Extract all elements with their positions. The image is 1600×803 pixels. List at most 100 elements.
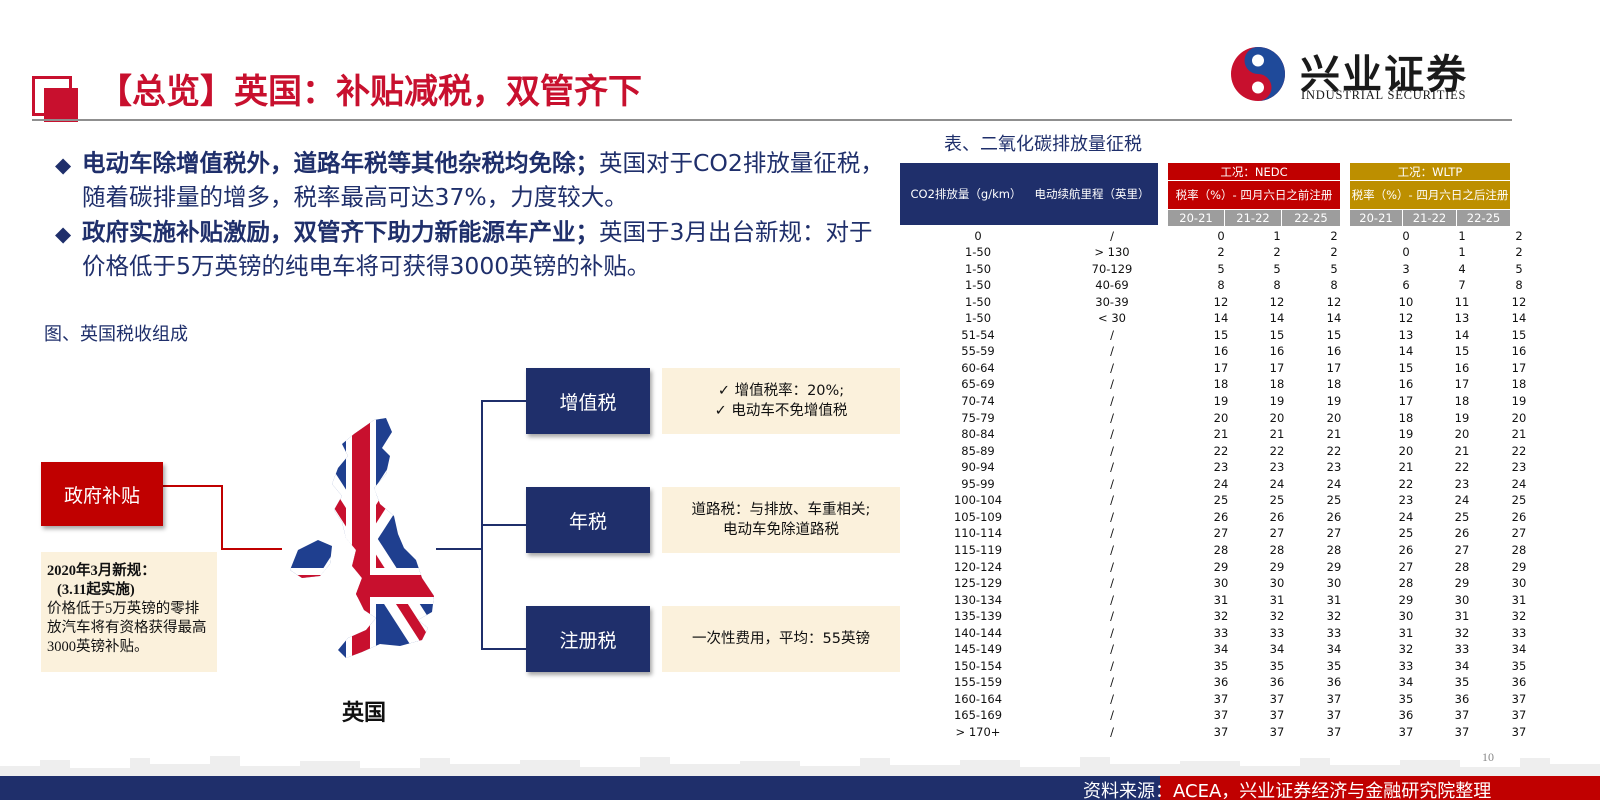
table-cell: 37 — [1326, 725, 1342, 739]
table-cell: / — [1110, 360, 1114, 375]
table-cell: 34 — [1269, 642, 1285, 657]
table-cell: 34 — [1213, 642, 1229, 657]
table-cell: 27 — [1213, 526, 1229, 541]
table-cell: 16 — [1398, 377, 1414, 392]
table-cell: 140-144 — [953, 625, 1003, 640]
table-cell: / — [1110, 658, 1114, 673]
table-cell: 16 — [1326, 344, 1342, 359]
table-cell: 17 — [1511, 360, 1527, 375]
table-cell: 115-119 — [953, 542, 1003, 557]
table-cell: 22 — [1326, 443, 1342, 458]
table-cell: 150-154 — [953, 658, 1003, 673]
table-cell: / — [1110, 443, 1114, 458]
table-caption: 表、二氧化碳排放量征税 — [944, 134, 1142, 155]
table-cell: 1-50 — [964, 245, 992, 260]
header-divider — [32, 119, 1512, 121]
table-cell: 125-129 — [953, 576, 1003, 591]
vat-description: ✓ 增值税率：20%; ✓ 电动车不免增值税 — [662, 368, 900, 434]
table-cell: 33 — [1454, 642, 1470, 657]
table-cell: 37 — [1454, 725, 1470, 739]
ev-road-tax-line: 电动车免除道路税 — [723, 522, 839, 538]
note-body: 价格低于5万英镑的零排放汽车将有资格获得最高3000英镑补贴。 — [47, 601, 207, 655]
table-cell: 4 — [1458, 261, 1466, 276]
table-cell: 24 — [1398, 509, 1414, 524]
table-cell: 37 — [1213, 691, 1229, 706]
bullet-bold-text: 政府实施补贴激励，双管齐下助力新能源车产业； — [82, 218, 599, 246]
table-cell: 105-109 — [953, 509, 1003, 524]
table-cell: 19 — [1511, 394, 1527, 408]
table-cell: 1 — [1273, 228, 1281, 243]
table-cell: 31 — [1398, 625, 1414, 640]
table-cell: 37 — [1269, 725, 1285, 739]
table-cell: 23 — [1511, 460, 1527, 475]
table-cell: / — [1110, 708, 1114, 723]
table-cell: 80-84 — [961, 427, 995, 442]
table-cell: 19 — [1326, 394, 1342, 408]
table-cell: 135-139 — [953, 609, 1003, 624]
year-header: 22-25 — [1457, 210, 1510, 226]
table-cell: 36 — [1398, 708, 1414, 723]
table-cell: 23 — [1398, 493, 1414, 508]
table-header-left: CO2排放量（g/km） 电动续航里程（英里） — [900, 163, 1158, 225]
table-cell: 18 — [1398, 410, 1414, 425]
table-cell: < 30 — [1098, 311, 1126, 326]
table-cell: 26 — [1398, 542, 1414, 557]
table-cell: 34 — [1398, 675, 1414, 690]
table-cell: 12 — [1511, 294, 1527, 309]
table-cell: 23 — [1269, 460, 1285, 475]
table-cell: 51-54 — [961, 327, 995, 342]
table-cell: 33 — [1269, 625, 1285, 640]
footer-source-text: 资料来源：ACEA，兴业证券经济与金融研究院整理 — [1083, 781, 1492, 802]
table-cell: / — [1110, 526, 1114, 541]
table-cell: > 170+ — [955, 725, 1001, 739]
table-cell: 21 — [1398, 460, 1414, 475]
table-cell: 34 — [1511, 642, 1527, 657]
table-cell: 15 — [1269, 327, 1285, 342]
table-cell: 37 — [1213, 708, 1229, 723]
table-cell: 20 — [1454, 427, 1470, 442]
page-number: 10 — [1482, 750, 1494, 764]
table-cell: 2 — [1330, 228, 1338, 243]
table-cell: 15 — [1213, 327, 1229, 342]
table-cell: 21 — [1326, 427, 1342, 442]
table-cell: 36 — [1511, 675, 1527, 690]
table-cell: 33 — [1213, 625, 1229, 640]
table-cell: 1 — [1458, 245, 1466, 260]
table-cell: 8 — [1273, 278, 1281, 293]
table-cell: 1-50 — [964, 311, 992, 326]
table-cell: 20 — [1326, 410, 1342, 425]
table-cell: / — [1110, 394, 1114, 408]
table-cell: 25 — [1454, 509, 1470, 524]
table-cell: 15 — [1326, 327, 1342, 342]
table-cell: 36 — [1269, 675, 1285, 690]
table-cell: / — [1110, 559, 1114, 574]
table-cell: 15 — [1511, 327, 1527, 342]
registration-tax-description: 一次性费用，平均：55英镑 — [662, 606, 900, 672]
table-cell: 37 — [1213, 725, 1229, 739]
industrial-securities-logo-icon — [1231, 47, 1285, 101]
table-cell: 1-50 — [964, 261, 992, 276]
table-cell: 20 — [1213, 410, 1229, 425]
table-cell: 120-124 — [953, 559, 1003, 574]
table-cell: 25 — [1398, 526, 1414, 541]
table-cell: 18 — [1511, 377, 1527, 392]
table-cell: 32 — [1454, 625, 1470, 640]
table-cell: 31 — [1326, 592, 1342, 607]
table-cell: 37 — [1326, 691, 1342, 706]
table-cell: 18 — [1326, 377, 1342, 392]
table-cell: / — [1110, 377, 1114, 392]
table-cell: 5 — [1515, 261, 1523, 276]
table-cell: 8 — [1515, 278, 1523, 293]
table-cell: 29 — [1511, 559, 1527, 574]
table-cell: / — [1110, 609, 1114, 624]
vat-ev-line: ✓ 电动车不免增值税 — [714, 403, 848, 419]
table-cell: 22 — [1398, 476, 1414, 491]
